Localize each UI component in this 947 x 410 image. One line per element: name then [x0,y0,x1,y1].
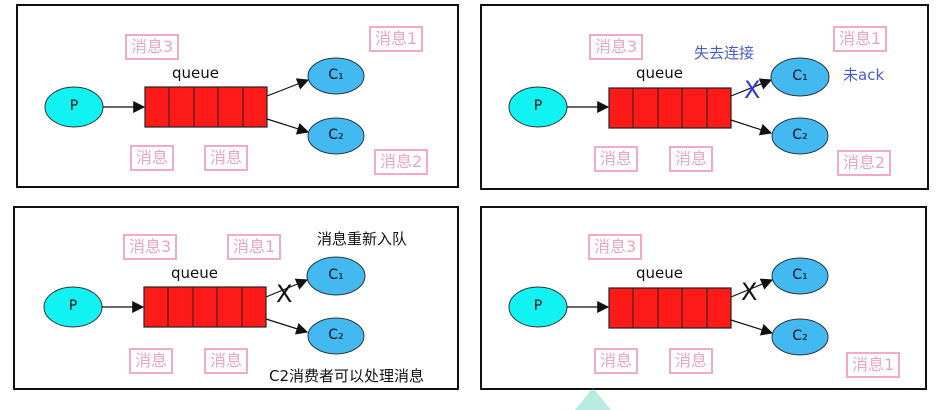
message-tag-1: 消息1 [833,26,888,52]
queue-label: queue [171,264,218,282]
queue-label: queue [636,264,683,282]
consumer-2-node [771,318,829,356]
message-tag-3: 消息3 [589,34,644,60]
queue-box [144,86,268,128]
message-tag: 消息 [130,145,175,171]
requeue-note: 消息重新入队 [317,230,408,248]
consumer-1-node [771,257,829,295]
message-tag-1: 消息1 [846,352,901,378]
consumer-1-label: C₁ [328,67,344,83]
message-tag-2: 消息2 [374,149,429,175]
consumer-1-label: C₁ [792,267,808,283]
message-tag-3: 消息3 [588,234,643,260]
unack-note: 未ack [843,66,885,84]
consumer-2-label: C₂ [328,127,344,143]
consumer-1-node [307,57,365,95]
panel-top-left: P C₁ C₂ queue 消息3 消息1 消息 消息 消息2 [16,4,459,188]
message-tag-1: 消息1 [369,26,424,52]
queue-to-c1-arrow [266,78,310,97]
panel-top-right: P C₁ C₂ queue 失去连接 未ack X 消息3 消息1 消息 消息 … [480,4,929,190]
panel-1-graph [44,57,365,155]
consumer-2-node [307,317,365,355]
c2-consume-note: C2消费者可以处理消息 [269,367,425,385]
panel-3-graph [43,256,366,355]
queue-to-c2-arrow [730,319,774,336]
queue-label: queue [172,64,219,82]
decorative-corner-mark [575,388,611,410]
queue-to-c1-arrow [730,278,774,298]
message-tag: 消息 [594,146,639,172]
producer-label: P [533,298,543,314]
queue-to-c2-arrow [266,118,310,135]
message-tag: 消息 [669,348,714,374]
message-tag: 消息 [129,348,174,374]
producer-label: P [533,98,543,114]
consumer-1-label: C₁ [792,68,808,84]
consumer-2-label: C₂ [328,327,344,343]
disconnect-cross-icon: X [744,76,761,104]
queue-to-c1-arrow [265,278,309,298]
disconnect-cross-icon: X [741,278,758,306]
queue-to-c1-arrow [730,78,773,97]
consumer-2-label: C₂ [792,328,808,344]
message-tag: 消息 [204,348,249,374]
queue-label: queue [636,64,683,82]
message-tag-3: 消息3 [123,234,178,260]
queue-to-c2-arrow [265,318,309,335]
panel-bottom-left: P C₁ C₂ queue 消息重新入队 C2消费者可以处理消息 X 消息3 消… [13,206,459,390]
message-tag-3: 消息3 [125,34,180,60]
producer-label: P [68,298,78,314]
consumer-1-node [306,256,366,296]
panel-2-graph [508,57,830,155]
queue-to-c2-arrow [730,119,773,136]
consumer-1-node [770,57,830,97]
producer-label: P [69,98,79,114]
message-tag: 消息 [669,146,714,172]
queue-box [143,286,267,328]
queue-box [608,287,732,329]
consumer-1-label: C₁ [328,267,344,283]
consumer-2-node [307,117,365,155]
queue-box [608,87,732,129]
disconnect-note: 失去连接 [694,44,755,62]
message-tag-2: 消息2 [837,150,892,176]
message-tag-1: 消息1 [227,234,282,260]
message-tag: 消息 [594,348,639,374]
disconnect-cross-icon: X [276,280,293,308]
message-tag: 消息 [204,145,249,171]
panel-4-graph [508,257,829,356]
panel-bottom-right: P C₁ C₂ queue X 消息3 消息 消息 消息1 [480,206,927,390]
consumer-2-label: C₂ [792,127,808,143]
consumer-2-node [771,117,829,155]
